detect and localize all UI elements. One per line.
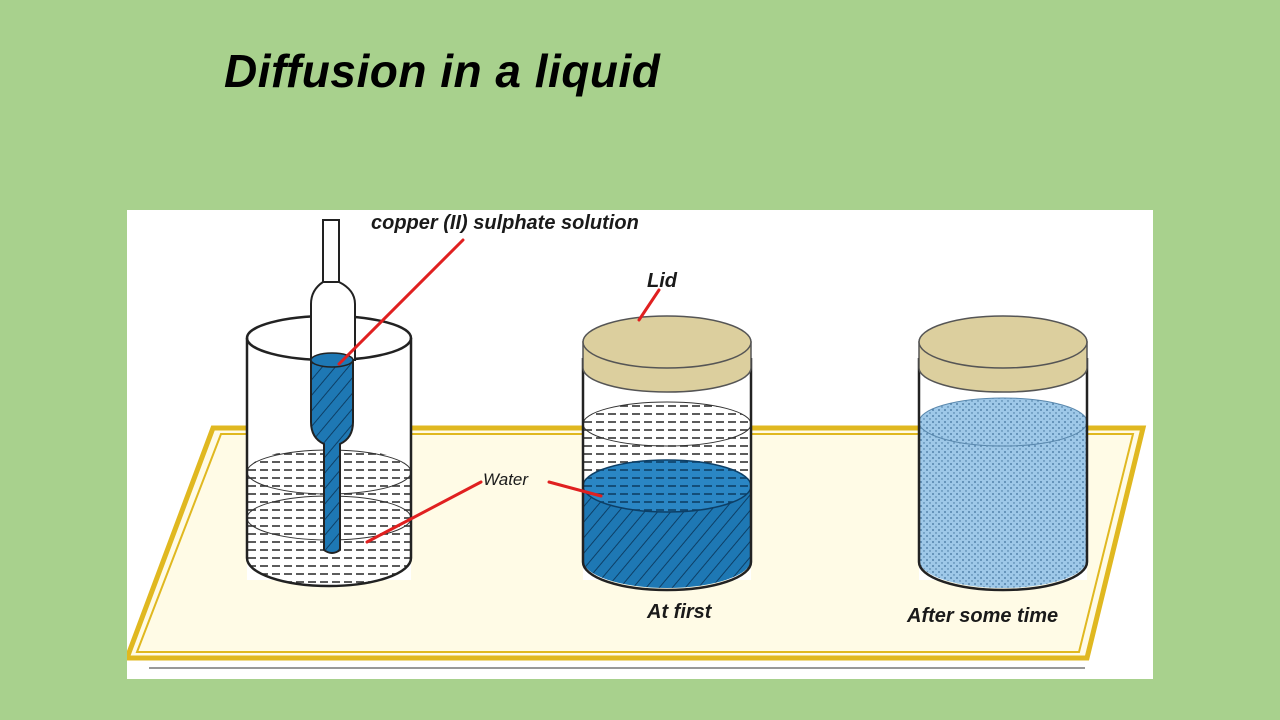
beaker-with-dropper: [245, 219, 413, 588]
diffusion-diagram: copper (II) sulphate solution Lid Water …: [127, 210, 1153, 679]
pointer-copper: [337, 238, 465, 366]
label-water: Water: [483, 470, 529, 489]
beaker-after-time: [917, 315, 1089, 592]
slide-title: Diffusion in a liquid: [224, 45, 661, 97]
label-lid: Lid: [647, 270, 677, 292]
lid-after: [918, 315, 1088, 393]
label-at-first: At first: [647, 601, 712, 623]
label-copper-sulphate: copper (II) sulphate solution: [371, 212, 639, 234]
pointer-water-right: [547, 480, 603, 498]
lid-first: [582, 315, 752, 393]
diagram-drawing: [127, 219, 1147, 669]
pointer-water-left: [365, 480, 483, 544]
pointer-lines: [337, 238, 661, 544]
dropper: [310, 219, 356, 554]
label-after-some-time: After some time: [907, 605, 1059, 627]
beaker-at-first: [581, 315, 753, 592]
pointer-lid: [637, 288, 661, 322]
